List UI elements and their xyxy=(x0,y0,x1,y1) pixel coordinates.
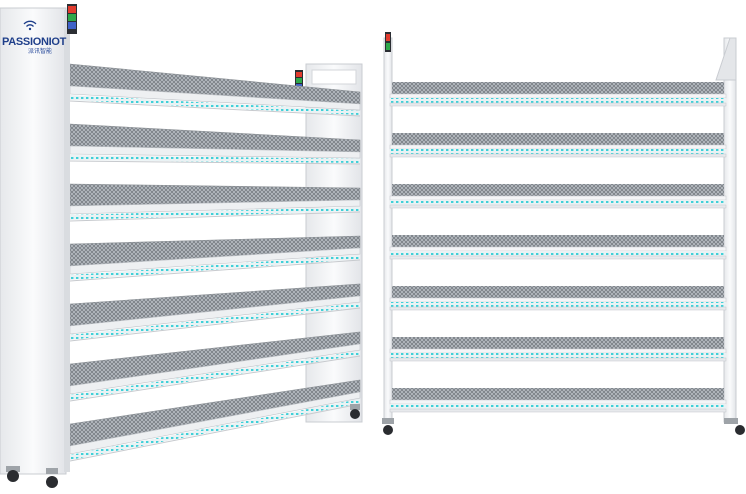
shelf xyxy=(69,235,361,282)
status-lamp-icon xyxy=(385,32,391,52)
shelf xyxy=(389,235,727,260)
shelf xyxy=(389,337,727,362)
shelf xyxy=(389,133,727,158)
front-rack xyxy=(382,32,745,435)
caster-wheel-icon xyxy=(382,418,745,435)
shelf xyxy=(69,63,361,117)
wifi-icon xyxy=(23,20,37,31)
front-shelves xyxy=(389,82,727,413)
side-panel xyxy=(0,7,67,475)
caster-wheel-icon xyxy=(6,404,360,488)
shelf xyxy=(69,379,361,462)
shelf xyxy=(389,286,727,311)
shelf xyxy=(69,331,361,402)
brand-subtitle: 派讯智能 xyxy=(28,48,53,55)
shelf xyxy=(389,388,727,413)
shelf xyxy=(389,82,727,107)
brand-name: PASSIONIOT xyxy=(2,36,67,48)
status-lamp-icon xyxy=(67,4,77,34)
shelf xyxy=(69,283,361,342)
angled-rack xyxy=(0,4,363,488)
shelf xyxy=(389,184,727,209)
brand-logo: PASSIONIOT 派讯智能 xyxy=(2,36,68,56)
